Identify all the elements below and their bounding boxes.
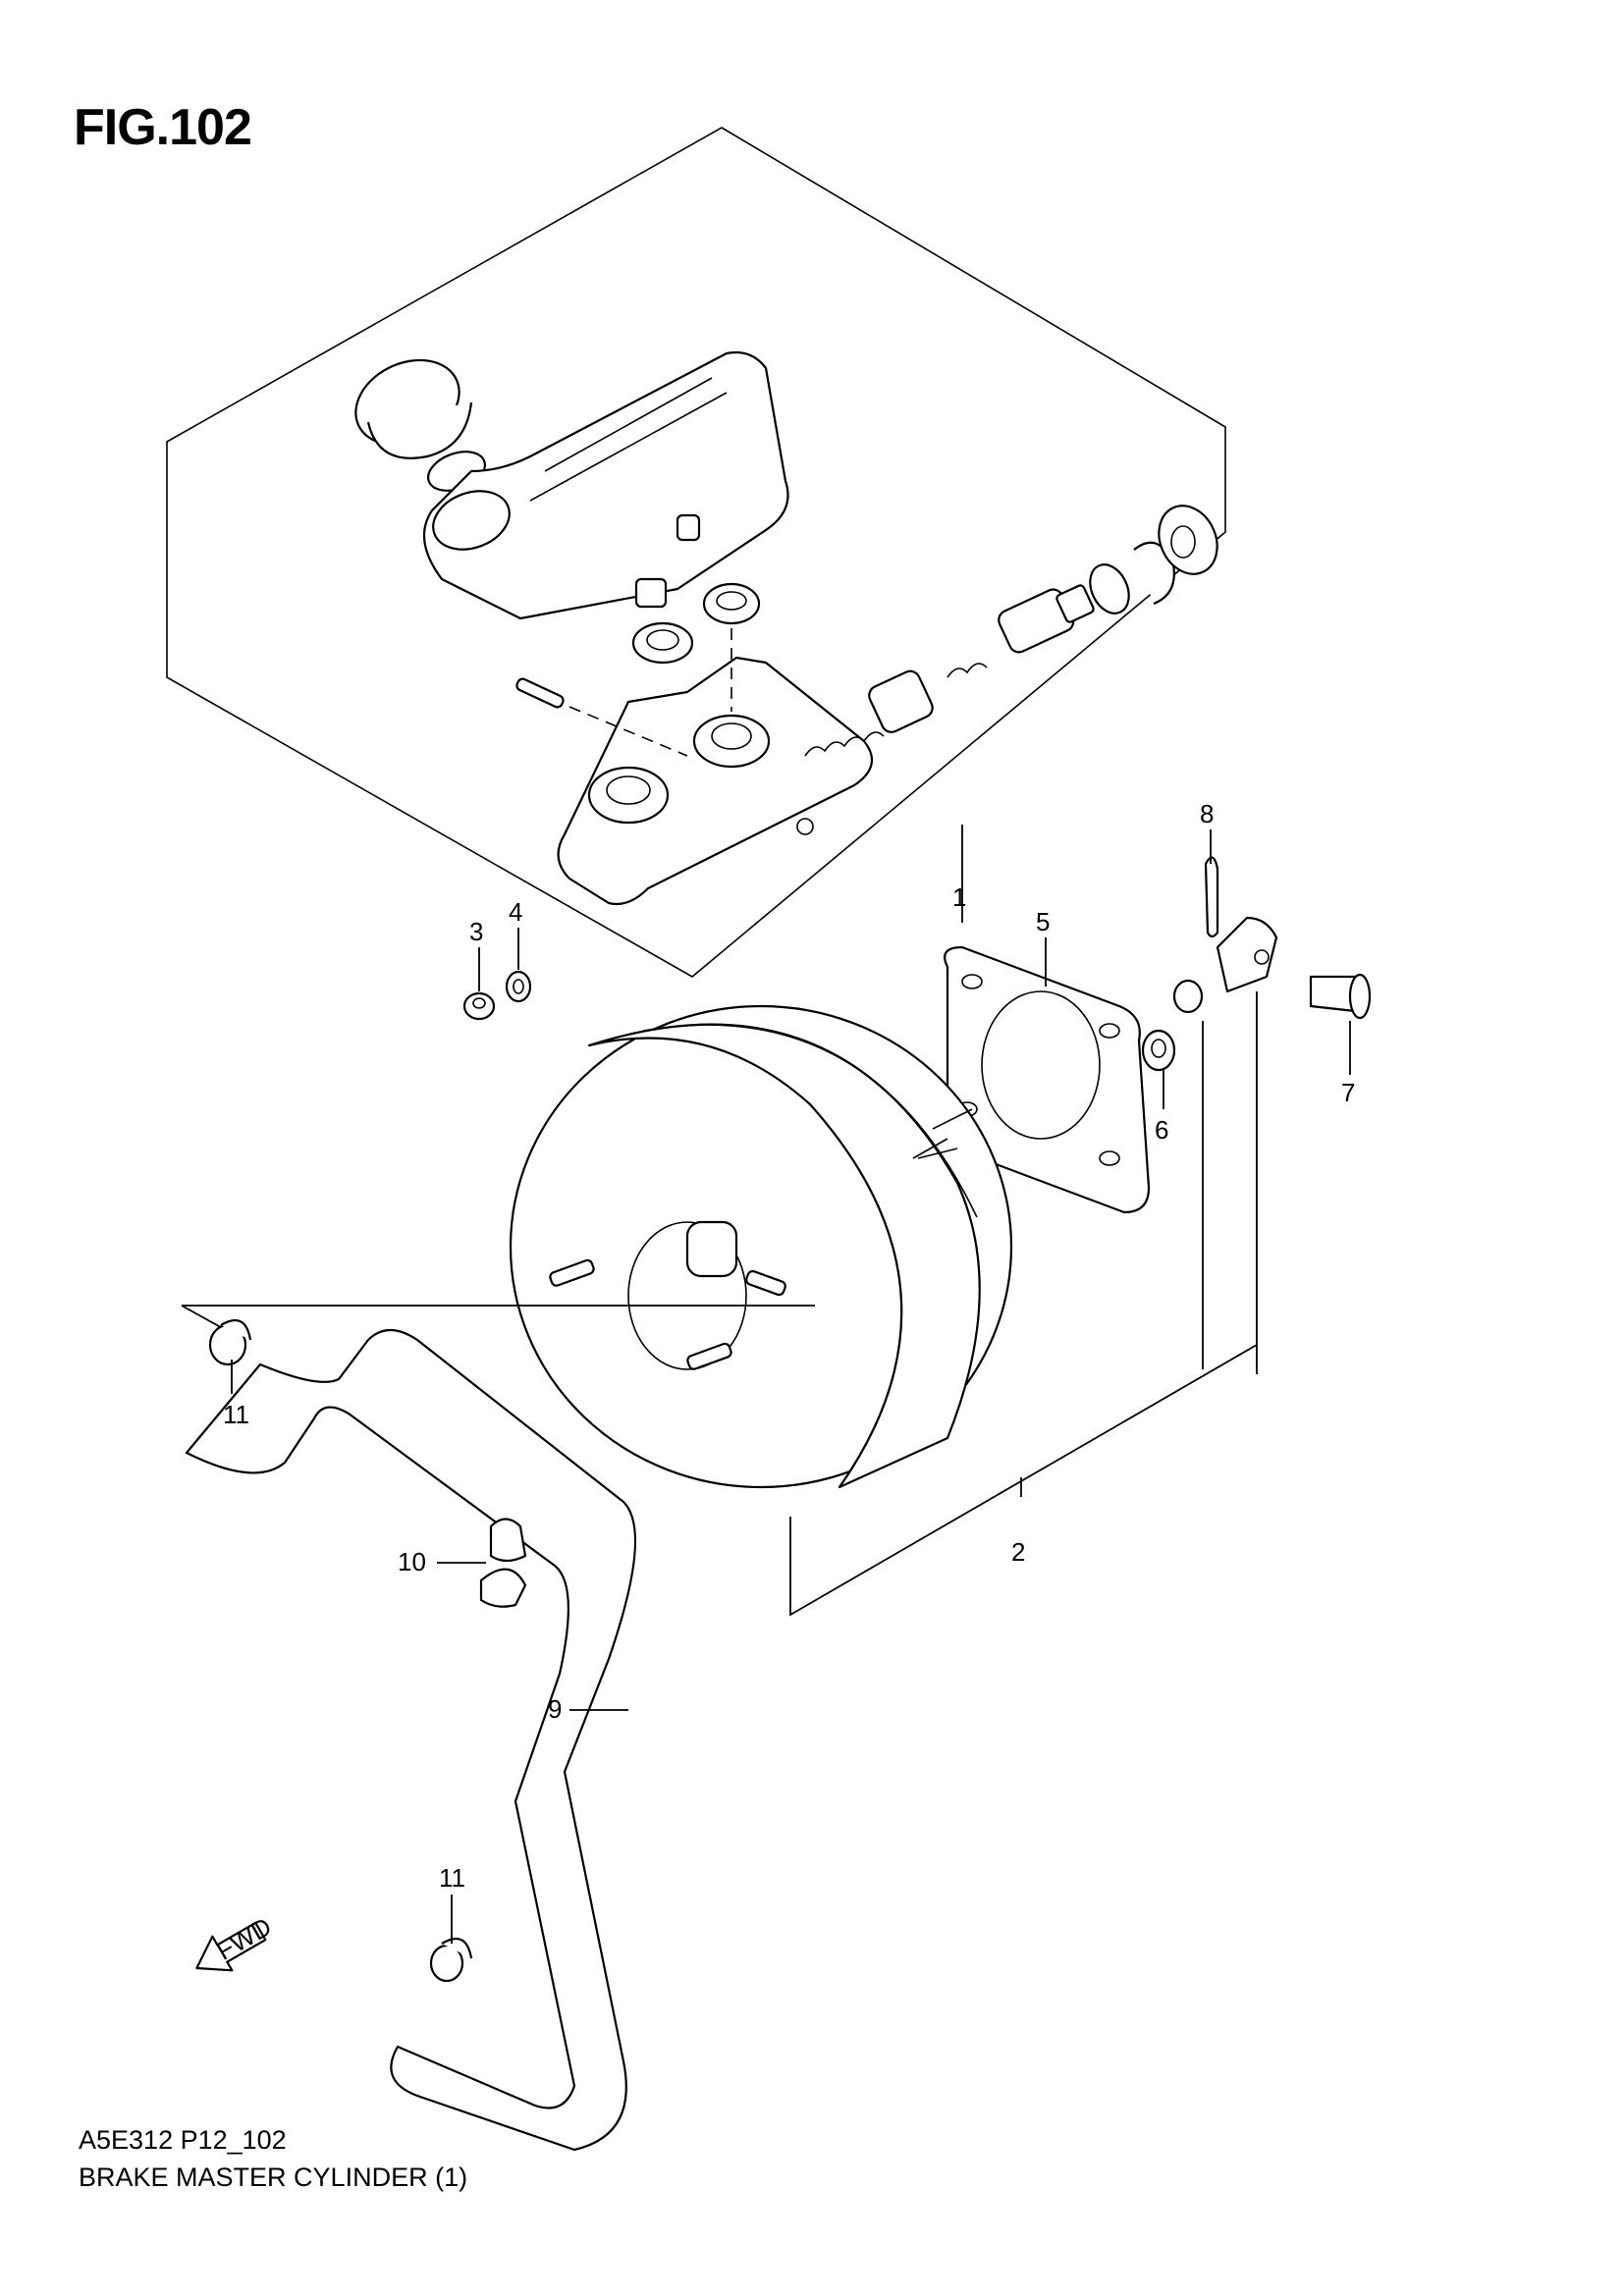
callout-5: 5 <box>1036 907 1050 936</box>
callout-10: 10 <box>398 1547 426 1576</box>
hose-clip-10 <box>479 1518 527 1608</box>
reservoir-cap <box>354 358 486 492</box>
drawing-code: A5E312 P12_102 <box>79 2125 287 2155</box>
hose-clamp-11a <box>208 1318 252 1366</box>
nut-3 <box>462 991 496 1021</box>
roll-pin <box>515 677 565 709</box>
clevis-pin-7 <box>1309 973 1372 1020</box>
brake-booster <box>509 1004 1013 1489</box>
booster-axis-line <box>181 1305 227 1331</box>
leader-2 <box>789 991 1258 1617</box>
grommets <box>631 582 761 665</box>
callout-11a: 11 <box>223 1400 249 1429</box>
callout-8: 8 <box>1200 799 1214 828</box>
nut-small <box>1172 979 1204 1014</box>
primary-piston-and-spring <box>804 669 934 757</box>
fwd-arrow-label: FWD <box>211 1911 276 1966</box>
assembly-1-boundary <box>166 127 1226 978</box>
callout-2: 2 <box>1011 1537 1025 1567</box>
nut-6 <box>1141 1029 1176 1072</box>
washer-4 <box>505 970 532 1003</box>
vacuum-hose-9 <box>185 1328 637 2152</box>
callout-1: 1 <box>952 882 966 912</box>
drawing-name: BRAKE MASTER CYLINDER (1) <box>79 2163 468 2192</box>
alignment-line <box>568 706 688 757</box>
boot-seal <box>1158 505 1218 575</box>
clevis <box>1216 916 1278 993</box>
callout-11b: 11 <box>439 1863 465 1893</box>
callout-7: 7 <box>1341 1078 1355 1107</box>
cotter-pin-8 <box>1204 856 1219 938</box>
o-ring <box>1089 563 1130 614</box>
callout-3: 3 <box>469 917 483 946</box>
callout-4: 4 <box>509 897 522 927</box>
figure-title: FIG.102 <box>74 99 252 156</box>
master-cylinder-body <box>557 656 874 906</box>
gasket-5 <box>944 945 1151 1214</box>
hose-clamp-11b <box>429 1937 473 1983</box>
callout-6: 6 <box>1155 1115 1168 1145</box>
callout-9: 9 <box>548 1694 562 1724</box>
secondary-piston-and-spring <box>947 584 1095 678</box>
reservoir-tank <box>422 350 789 620</box>
fwd-arrow-icon <box>195 1921 267 1972</box>
